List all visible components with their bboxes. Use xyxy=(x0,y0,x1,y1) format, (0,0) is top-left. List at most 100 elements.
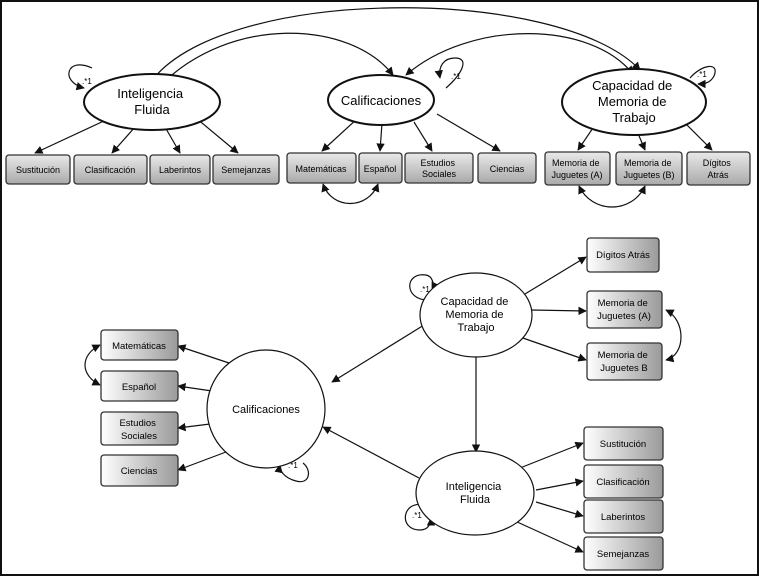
top-var-label-memory: .*1 xyxy=(697,70,707,79)
bottom-cov-matematicas-espanol xyxy=(84,344,101,386)
bottom-box-memB xyxy=(586,342,663,381)
top-box-memA xyxy=(544,151,611,186)
bottom-var-label-grades: .*1 xyxy=(288,461,298,470)
bottom-path-fluid-clasificacion xyxy=(535,478,584,491)
top-box-espanol xyxy=(358,152,403,184)
top-box-matematicas-label: Matemáticas xyxy=(295,164,347,174)
top-var-label-fluid: .*1 xyxy=(82,77,92,86)
bottom-box-espanol xyxy=(100,370,179,402)
top-latent-grades xyxy=(327,74,435,126)
top-path-fluid-semejanzas xyxy=(195,117,239,154)
bottom-box-ciencias xyxy=(100,454,179,487)
top-path-grades-matematicas xyxy=(321,117,359,152)
bottom-box-laberintos xyxy=(583,499,664,534)
bottom-cov-memA-memB xyxy=(665,309,682,363)
bottom-path-fluid-laberintos xyxy=(535,501,584,518)
top-cov-memA-memB xyxy=(578,185,646,208)
bottom-path-grades-matematicas xyxy=(177,344,233,365)
bottom-latent-fluid xyxy=(415,450,535,536)
top-box-clasificacion-label: Clasificación xyxy=(85,165,136,175)
top-cov-matematicas-espanol xyxy=(321,183,380,205)
bottom-path-fluid-grades xyxy=(322,426,420,479)
top-latent-fluid-label: Inteligencia Fluida xyxy=(117,86,186,117)
bottom-box-sustitucion xyxy=(583,426,664,461)
bottom-box-sustitucion-label: Sustitución xyxy=(600,439,646,450)
top-path-fluid-sustitucion xyxy=(34,119,107,154)
bottom-path-memory-memB xyxy=(519,336,587,362)
top-model: .*1 .*1 .*1 Inteligencia Fluida Califica… xyxy=(5,7,751,208)
top-path-grades-ciencias xyxy=(436,113,501,152)
bottom-var-label-memory: .*1 xyxy=(420,285,430,294)
top-cov-grades-memory xyxy=(405,33,634,76)
top-box-memB xyxy=(615,151,683,186)
bottom-box-digitos xyxy=(586,237,660,273)
bottom-box-digitos-label: Dígitos Atrás xyxy=(596,250,650,261)
top-cov-fluid-grades xyxy=(159,32,394,87)
top-box-laberintos-label: Laberintos xyxy=(159,165,202,175)
bottom-box-memB-label: Memoria de Juguetes B xyxy=(598,350,651,374)
bottom-latent-grades-label: Calificaciones xyxy=(232,404,300,416)
bottom-model: .*1 .*1 .*1 Capacidad de Memoria de Trab… xyxy=(84,237,682,571)
bottom-box-memA xyxy=(586,290,663,329)
top-box-memB-label: Memoria de Juguetes (B) xyxy=(623,158,674,180)
bottom-box-clasificacion xyxy=(583,464,664,499)
bottom-box-laberintos-label: Laberintos xyxy=(601,512,646,523)
top-box-semejanzas-label: Semejanzas xyxy=(221,165,271,175)
bottom-path-grades-ciencias xyxy=(177,451,227,472)
top-box-estudios xyxy=(404,152,474,184)
top-var-loop-memory xyxy=(689,65,716,89)
bottom-box-semejanzas xyxy=(583,536,664,571)
top-cov-fluid-memory xyxy=(149,7,641,84)
bottom-path-memory-grades xyxy=(331,324,425,383)
top-var-loop-fluid xyxy=(68,64,93,91)
top-box-laberintos xyxy=(149,154,211,185)
top-box-digitos xyxy=(686,151,751,186)
top-box-ciencias xyxy=(477,152,537,184)
top-box-memA-label: Memoria de Juguetes (A) xyxy=(551,158,602,180)
bottom-latent-fluid-label: Inteligencia Fluida xyxy=(446,481,505,506)
top-box-matematicas xyxy=(286,152,357,184)
bottom-latent-memory-label: Capacidad de Memoria de Trabajo xyxy=(441,296,512,334)
top-latent-fluid xyxy=(83,73,221,131)
bottom-path-grades-estudios xyxy=(177,422,211,432)
bottom-path-fluid-sustitucion xyxy=(519,441,584,469)
top-path-memory-digitos xyxy=(683,121,713,151)
bottom-path-fluid-semejanzas xyxy=(514,520,584,553)
bottom-box-espanol-label: Español xyxy=(122,382,156,393)
top-box-semejanzas xyxy=(212,154,280,185)
bottom-path-grades-espanol xyxy=(177,382,213,392)
top-box-estudios-label: Estudios Sociales xyxy=(420,158,457,179)
bottom-path-memory-memA xyxy=(530,306,587,316)
bottom-box-clasificacion-label: Clasificación xyxy=(596,477,649,488)
bottom-box-estudios-label: Estudios Sociales xyxy=(119,418,158,442)
top-box-clasificacion xyxy=(73,154,148,185)
top-path-grades-estudios xyxy=(413,121,433,152)
bottom-box-semejanzas-label: Semejanzas xyxy=(597,549,650,560)
bottom-var-loop-memory xyxy=(409,274,440,301)
top-var-loop-grades xyxy=(434,57,464,89)
top-box-espanol-label: Español xyxy=(364,164,397,174)
bottom-box-matematicas xyxy=(100,329,179,361)
bottom-var-label-fluid: .*1 xyxy=(412,511,422,520)
bottom-box-matematicas-label: Matemáticas xyxy=(112,341,166,352)
top-latent-grades-label: Calificaciones xyxy=(341,93,422,108)
top-box-sustitucion xyxy=(5,154,71,185)
bottom-var-loop-fluid xyxy=(404,503,436,531)
bottom-path-memory-digitos xyxy=(519,256,587,298)
top-path-grades-espanol xyxy=(376,122,385,152)
bottom-box-estudios xyxy=(100,411,179,446)
bottom-var-loop-grades xyxy=(274,462,310,483)
bottom-box-ciencias-label: Ciencias xyxy=(121,466,158,477)
top-var-label-grades: .*1 xyxy=(451,72,461,81)
top-box-digitos-label: Dígitos Atrás xyxy=(703,158,734,180)
bottom-latent-grades xyxy=(206,349,326,469)
top-box-ciencias-label: Ciencias xyxy=(490,164,525,174)
top-path-fluid-clasificacion xyxy=(111,126,136,154)
top-path-fluid-laberintos xyxy=(164,126,181,154)
bottom-latent-memory xyxy=(419,272,533,358)
top-box-sustitucion-label: Sustitución xyxy=(16,165,60,175)
top-latent-memory-label: Capacidad de Memoria de Trabajo xyxy=(592,78,676,125)
bottom-box-memA-label: Memoria de Juguetes (A) xyxy=(597,298,651,322)
